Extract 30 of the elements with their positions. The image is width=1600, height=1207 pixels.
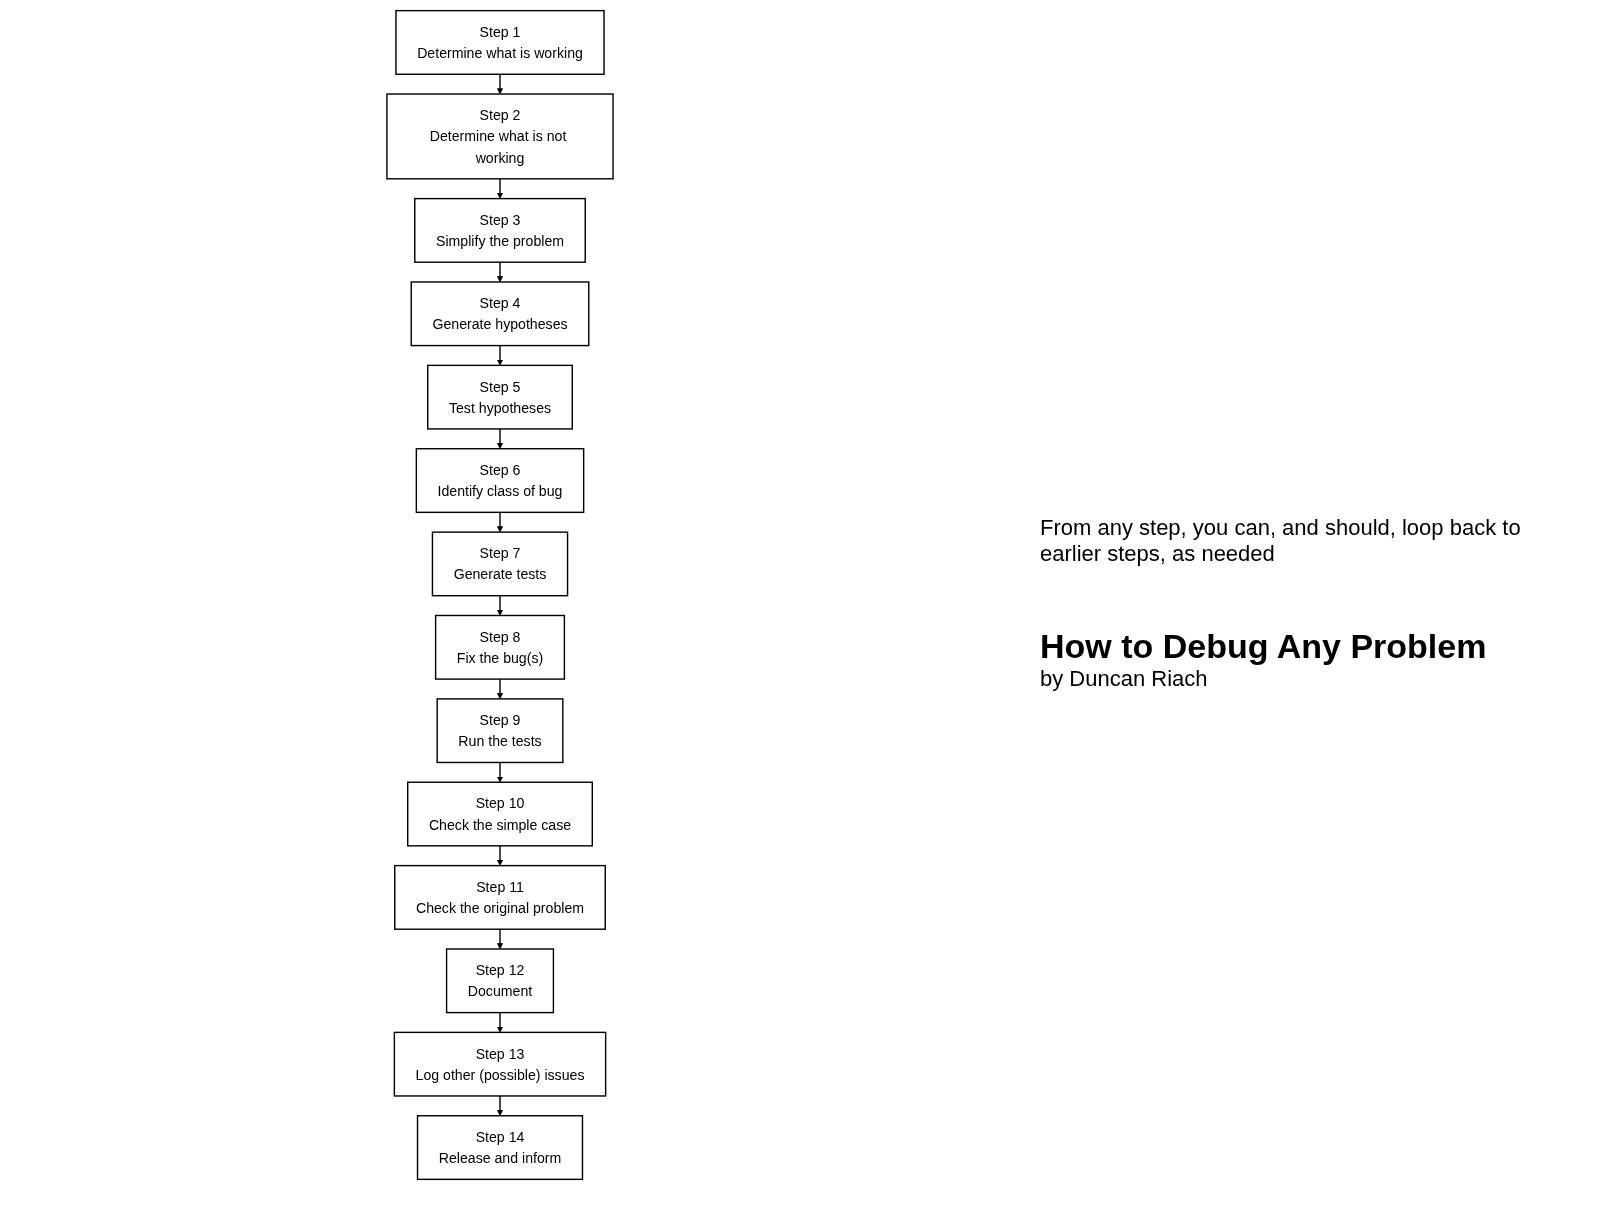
arrow (496, 595, 504, 616)
arrow (496, 73, 504, 95)
arrow (496, 261, 504, 283)
node-box: Step 9 Run the tests (436, 698, 564, 764)
arrow (496, 178, 504, 199)
note-text: From any step, you can, and should, loop back to earlier steps, as needed (1040, 515, 1522, 567)
node-box: Step 7 Generate tests (431, 531, 569, 597)
node-box: Step 3 Simplify the problem (414, 197, 586, 263)
node-box: Step 6 Identify class of bug (415, 448, 585, 514)
node-box: Step 4 Generate hypotheses (410, 281, 590, 347)
node-box: Step 2 Determine what is not working (386, 93, 614, 180)
title: How to Debug Any Problem (1040, 627, 1488, 666)
arrow (496, 761, 504, 783)
arrow (496, 344, 504, 366)
arrow (496, 511, 504, 533)
arrow (496, 928, 504, 950)
node-box: Step 10 Check the simple case (407, 781, 593, 847)
arrow (496, 845, 504, 866)
node-box: Step 8 Fix the bug(s) (434, 614, 566, 680)
node-box: Step 14 Release and inform (416, 1115, 584, 1181)
byline: by Duncan Riach (1040, 666, 1209, 692)
node-box: Step 11 Check the original problem (394, 864, 606, 930)
node-box: Step 1 Determine what is working (395, 9, 605, 75)
arrow (496, 1095, 504, 1117)
node-box: Step 13 Log other (possible) issues (393, 1031, 607, 1097)
node-box: Step 5 Test hypotheses (427, 364, 573, 430)
arrow (496, 678, 504, 700)
arrow (496, 428, 504, 449)
node-box: Step 12 Document (445, 948, 555, 1014)
arrow (496, 1011, 504, 1033)
